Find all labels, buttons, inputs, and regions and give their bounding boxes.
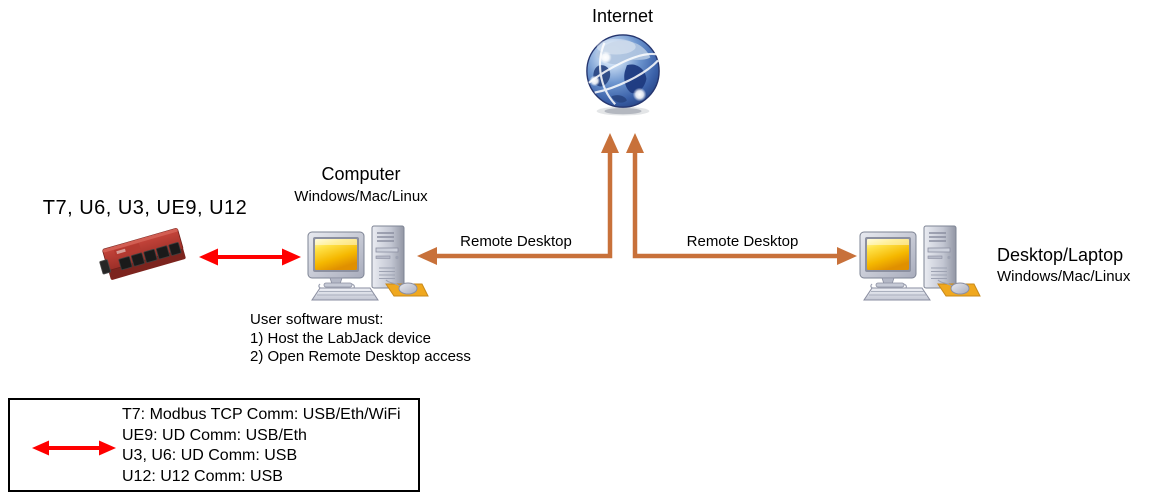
legend-line: U12: U12 Comm: USB	[122, 467, 283, 485]
remote-computer-subtitle: Windows/Mac/Linux	[997, 268, 1131, 285]
legend-line: T7: Modbus TCP Comm: USB/Eth/WiFi	[122, 406, 401, 423]
legend-line: U3, U6: UD Comm: USB	[122, 447, 298, 464]
legend-box: T7: Modbus TCP Comm: USB/Eth/WiFi UE9: U…	[8, 398, 420, 492]
labjack-models-label: T7, U6, U3, UE9, U12	[42, 197, 248, 219]
internet-globe-icon	[582, 32, 664, 118]
legend-line: UE9: UD Comm: USB/Eth	[122, 426, 307, 444]
remote-computer-icon	[858, 220, 982, 306]
note-line: User software must:	[250, 311, 384, 328]
internet-label: Internet	[591, 6, 654, 26]
host-computer-subtitle: Windows/Mac/Linux	[294, 188, 428, 205]
host-computer-icon	[306, 220, 430, 306]
remote-desktop-label-left: Remote Desktop	[460, 233, 572, 250]
host-computer-title: Computer	[321, 164, 401, 184]
legend-comm-arrow-icon	[32, 440, 116, 456]
note-line: 1) Host the LabJack device	[250, 329, 431, 347]
labjack-device-icon	[95, 222, 195, 292]
remote-computer-title: Desktop/Laptop	[997, 245, 1124, 265]
note-line: 2) Open Remote Desktop access	[250, 348, 471, 365]
local-comm-arrow	[199, 248, 301, 266]
legend-text: T7: Modbus TCP Comm: USB/Eth/WiFi UE9: U…	[122, 405, 401, 487]
remote-desktop-label-right: Remote Desktop	[686, 233, 799, 250]
user-software-notes: User software must: 1) Host the LabJack …	[250, 311, 471, 367]
